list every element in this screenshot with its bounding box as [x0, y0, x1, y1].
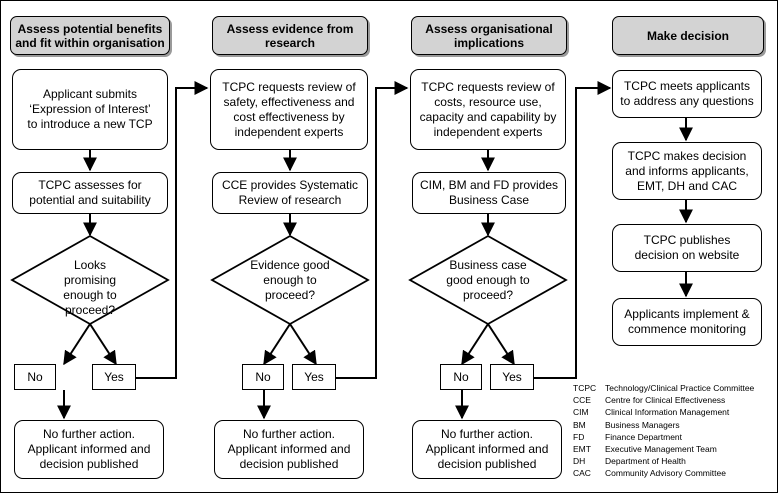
- stage2-step1-box: TCPC requests review of safety, effectiv…: [210, 69, 368, 150]
- stage2-yes-box: Yes: [292, 364, 336, 390]
- arrow-s1-to-yes: [89, 323, 117, 366]
- stage1-decision-text: Looks promising enough to proceed?: [63, 258, 117, 317]
- arrow-s3-to-yes: [487, 323, 515, 366]
- stage1-outcome-box: No further action. Applicant informed an…: [14, 420, 164, 479]
- stage1-yes-box: Yes: [92, 364, 136, 390]
- stage3-header: Assess organisational implications: [411, 16, 567, 55]
- stage1-header: Assess potential benefits and fit within…: [10, 16, 170, 55]
- arrow-s2-to-no: [263, 323, 291, 366]
- arrow-s3-to-no: [461, 323, 489, 366]
- stage3-yes-box: Yes: [490, 364, 534, 390]
- stage4-step4-box: Applicants implement & commence monitori…: [612, 298, 762, 346]
- stage2-step2-box: CCE provides Systematic Review of resear…: [212, 172, 368, 214]
- stage1-no-box: No: [14, 364, 56, 390]
- stage3-no-box: No: [440, 364, 482, 390]
- arrow-s2-to-yes: [289, 323, 317, 366]
- stage4-step3-box: TCPC publishes decision on website: [612, 224, 762, 272]
- stage4-step2-box: TCPC makes decision and informs applican…: [612, 142, 762, 200]
- stage3-step2-box: CIM, BM and FD provides Business Case: [412, 172, 566, 214]
- arrow-s2-yes-to-stage3: [336, 81, 409, 379]
- arrow-s1-yes-to-stage2: [136, 81, 209, 379]
- stage3-outcome-box: No further action. Applicant informed an…: [412, 420, 562, 479]
- stage1-step2-box: TCPC assesses for potential and suitabil…: [12, 172, 168, 214]
- stage3-decision-text: Business case good enough to proceed?: [446, 258, 530, 302]
- stage2-decision-text: Evidence good enough to proceed?: [250, 258, 330, 302]
- arrow-s1-to-no: [63, 323, 91, 366]
- stage4-step1-box: TCPC meets applicants to address any que…: [612, 70, 762, 118]
- stage4-header: Make decision: [612, 16, 764, 55]
- stage1-step1-box: Applicant submits ‘Expression of Interes…: [12, 69, 168, 150]
- stage2-header: Assess evidence from research: [212, 16, 368, 55]
- stage2-outcome-box: No further action. Applicant informed an…: [214, 420, 364, 479]
- stage2-no-box: No: [242, 364, 284, 390]
- arrow-s3-yes-to-stage4: [534, 81, 612, 379]
- stage3-step1-box: TCPC requests review of costs, resource …: [410, 69, 566, 150]
